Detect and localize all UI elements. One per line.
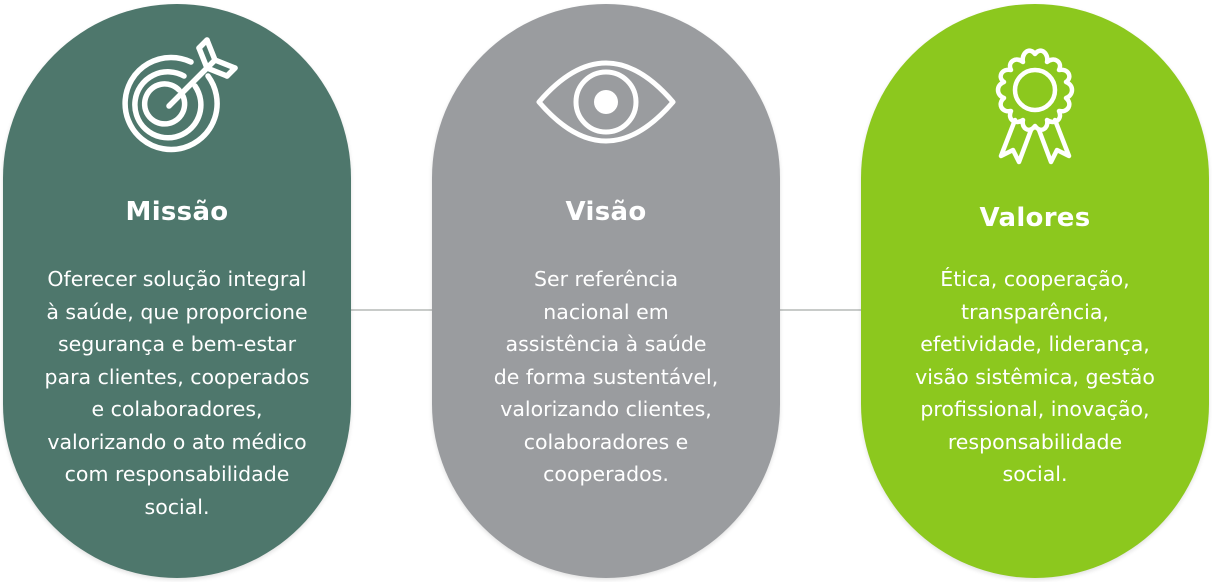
vision-text: Ser referência nacional em assistência à… (493, 267, 719, 486)
connector-line-left (351, 309, 432, 311)
mission-text: Oferecer solução integral à saúde, que p… (44, 267, 310, 519)
award-ribbon-icon (861, 40, 1209, 180)
eye-icon (432, 30, 780, 170)
target-icon (3, 30, 351, 170)
mission-title: Missão (125, 197, 229, 227)
vision-title: Visão (565, 197, 647, 227)
connector-line-right (780, 309, 861, 311)
values-card: Valores Ética, cooperação, transparência… (861, 4, 1209, 578)
mission-card: Missão Oferecer solução integral à saúde… (3, 4, 351, 578)
vision-card: Visão Ser referência nacional em assistê… (432, 4, 780, 578)
values-text: Ética, cooperação, transparência, efetiv… (915, 267, 1155, 486)
values-title: Valores (979, 203, 1091, 233)
